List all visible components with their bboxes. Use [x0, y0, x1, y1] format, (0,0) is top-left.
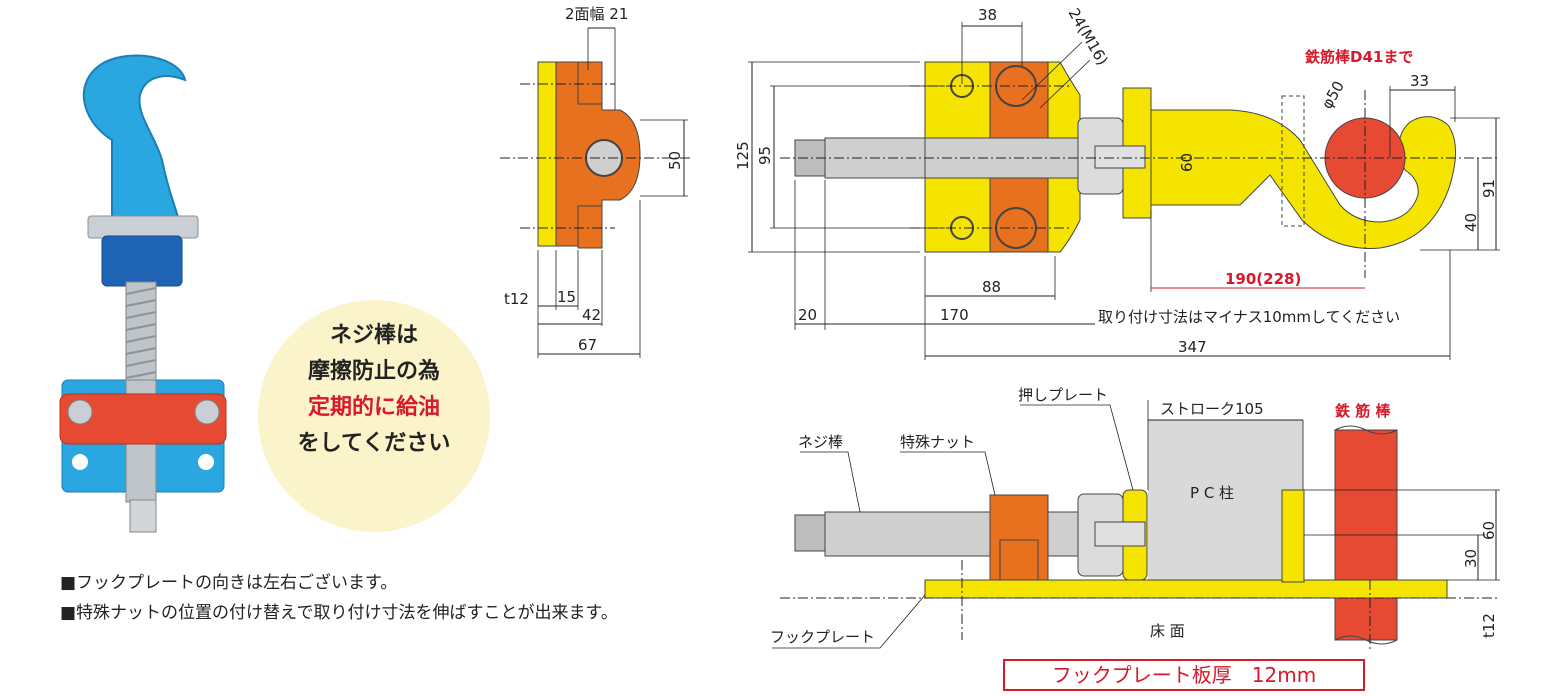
plate-thickness-box: フックプレート板厚 12mm: [1003, 659, 1365, 691]
plan-mount-note: 取り付け寸法はマイナス10mmしてください: [1098, 308, 1400, 326]
side-label-screw: ネジ棒: [798, 433, 843, 451]
plan-dim-95: 95: [756, 146, 774, 165]
callout-line-1: ネジ棒は: [329, 323, 418, 348]
front-view: 2面幅 21 50 t12 15 42 67: [500, 5, 690, 358]
note-hook-direction: ■フックプレートの向きは左右ございます。: [60, 573, 398, 593]
plan-dim-125: 125: [734, 141, 752, 170]
callout-line-3: 定期的に給油: [307, 395, 440, 420]
front-bolt-top: [577, 61, 603, 105]
front-dim-across-flats: 2面幅 21: [565, 5, 628, 23]
plan-dim-bolt: 24(M16): [1065, 5, 1112, 68]
side-label-stroke: ストローク105: [1160, 400, 1264, 418]
side-label-nut: 特殊ナット: [900, 433, 975, 451]
callout-line-2: 摩擦防止の為: [307, 359, 440, 384]
rod-end: [129, 499, 157, 533]
plan-dim-33: 33: [1410, 72, 1429, 90]
front-dim-15: 15: [557, 288, 576, 306]
side-dim-t12: t12: [1480, 613, 1498, 638]
side-label-push-plate: 押しプレート: [1018, 386, 1108, 404]
side-nut-bolt: [999, 539, 1039, 581]
red-clamp: [59, 393, 227, 445]
front-dim-42: 42: [582, 306, 601, 324]
plan-dim-91: 91: [1480, 179, 1498, 198]
plan-dim-40: 40: [1462, 213, 1480, 232]
lubrication-callout: ネジ棒は 摩擦防止の為 定期的に給油 をしてください: [258, 300, 490, 532]
side-label-hook-plate: フックプレート: [770, 628, 875, 646]
plate-hole-left: [72, 454, 88, 470]
plan-dim-170: 170: [940, 306, 969, 324]
plan-dim-60: 60: [1178, 153, 1196, 172]
front-bolt-bottom: [577, 205, 603, 249]
side-rod-end: [794, 514, 826, 552]
side-pc-column: [1148, 420, 1303, 580]
front-yellow-plate: [537, 61, 557, 247]
side-label-pc: P C 柱: [1190, 484, 1234, 502]
clamp-bolt-right: [194, 399, 220, 425]
side-dim-60: 60: [1480, 521, 1498, 540]
hook-blue: [82, 54, 187, 231]
plan-rebar-note: 鉄筋棒D41まで: [1305, 48, 1413, 66]
product-photo: [59, 54, 227, 533]
plan-dim-347: 347: [1178, 338, 1207, 356]
plan-dim-20: 20: [798, 306, 817, 324]
side-dim-30: 30: [1462, 549, 1480, 568]
plan-hook: [1150, 109, 1457, 249]
plan-dim-88: 88: [982, 278, 1001, 296]
plate-hole-right: [198, 454, 214, 470]
note-nut-position: ■特殊ナットの位置の付け替えで取り付け寸法を伸ばすことが出来ます。: [60, 603, 618, 623]
plan-view: 38 24(M16) 鉄筋棒D41まで φ50 33 125 95 60 91: [734, 5, 1500, 360]
side-hook-plate: [924, 579, 1448, 599]
front-dim-height: 50: [666, 151, 684, 170]
side-hook-upright: [1281, 489, 1305, 583]
plate-thickness-label: フックプレート板厚 12mm: [1051, 663, 1317, 687]
side-label-floor: 床 面: [1150, 622, 1185, 640]
plan-dim-190: 190(228): [1225, 270, 1301, 288]
clamp-bolt-left: [67, 399, 93, 425]
side-label-rebar: 鉄 筋 棒: [1335, 402, 1391, 420]
plan-dim-phi50: φ50: [1318, 78, 1348, 112]
side-view: ストローク105 鉄 筋 棒 押しプレート ネジ棒 特殊ナット P C 柱 60…: [770, 386, 1500, 650]
front-dim-t12: t12: [504, 290, 529, 308]
callout-line-4: をしてください: [297, 431, 451, 456]
front-dim-67: 67: [578, 336, 597, 354]
plan-dim-38: 38: [978, 6, 997, 24]
side-small-bolt: [1094, 521, 1146, 547]
plan-small-bolt: [1094, 145, 1146, 169]
plan-hook-notch: [1281, 95, 1305, 227]
